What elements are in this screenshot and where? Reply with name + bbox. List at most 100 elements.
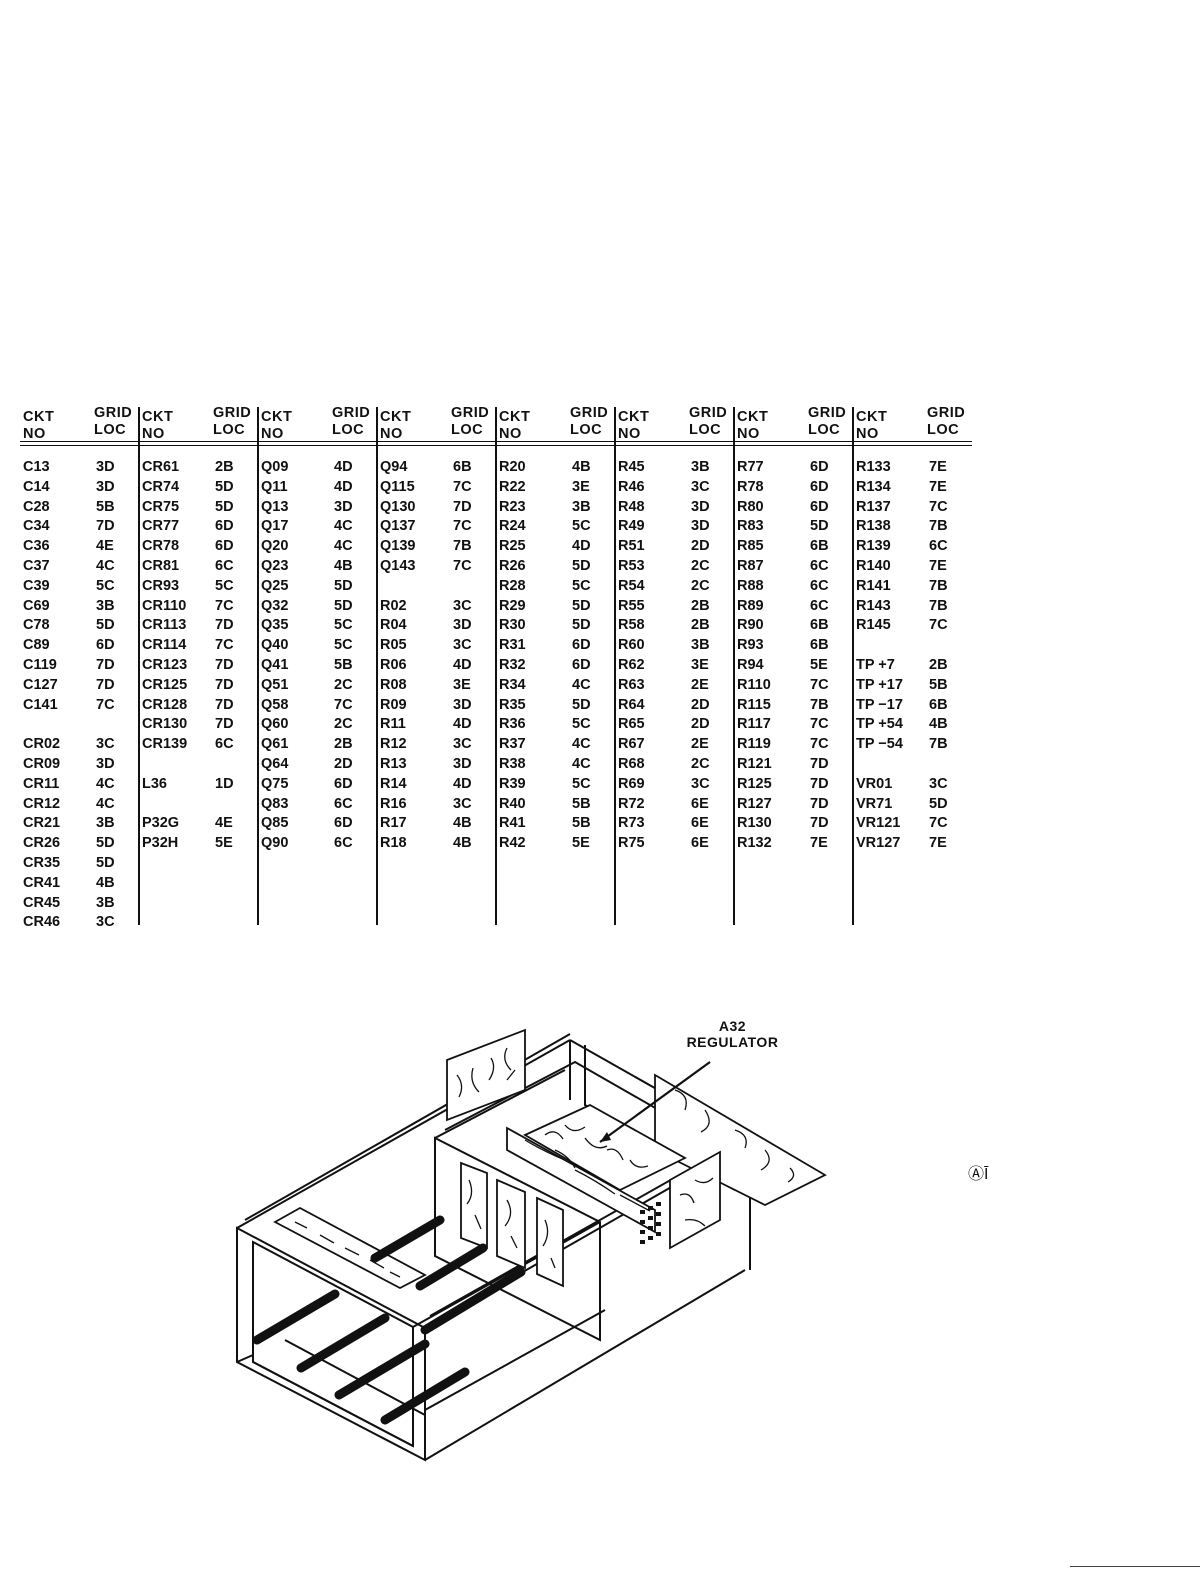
ckt-label: CKT — [23, 409, 55, 425]
column-divider — [733, 407, 735, 925]
ckt-no-cell: VR71 — [856, 795, 893, 812]
ckt-no-cell: R02 — [380, 597, 407, 614]
grid-loc-cell: 4C — [572, 736, 591, 753]
ckt-no-cell: R05 — [380, 637, 407, 654]
ckt-no-cell: R04 — [380, 617, 407, 634]
ckt-no-cell: R53 — [618, 558, 645, 574]
grid-loc-cell: 5D — [96, 855, 115, 871]
grid-loc-cell: 5D — [215, 478, 234, 495]
table-row — [139, 756, 258, 776]
ckt-no-cell: Q143 — [380, 558, 416, 574]
chassis-bulkhead — [434, 1136, 601, 1342]
grid-loc-cell: 5E — [215, 835, 233, 852]
grid-loc-cell: 4D — [453, 775, 472, 792]
ckt-no-cell: R55 — [618, 597, 645, 614]
ckt-no-cell: CR125 — [142, 676, 188, 693]
right-side-board — [654, 1073, 827, 1207]
ckt-no-cell: TP −54 — [856, 736, 903, 753]
grid-loc-cell: 3B — [691, 459, 710, 475]
grid-loc-cell: 4C — [572, 676, 591, 693]
grid-loc-cell: 2D — [691, 716, 710, 733]
ckt-no-cell: R18 — [380, 835, 407, 852]
ckt-no-cell: R12 — [380, 736, 407, 753]
ckt-no-cell: C28 — [23, 498, 50, 515]
ckt-no-cell: CR81 — [142, 558, 180, 574]
ckt-no-cell: VR01 — [856, 775, 893, 792]
ckt-no-cell: R73 — [618, 815, 645, 832]
grid-loc-cell: 7D — [215, 617, 234, 634]
grid-loc-cell: 4D — [453, 716, 472, 733]
ckt-no-cell: TP −17 — [856, 696, 903, 713]
grid-loc-cell: 3B — [96, 894, 115, 911]
table-row: Q13 3D — [258, 499, 377, 519]
table-row: Q40 5C — [258, 637, 377, 657]
ckt-no-cell: L36 — [142, 775, 167, 792]
grid-loc-cell: 4B — [572, 459, 591, 475]
ckt-no-cell: Q60 — [261, 716, 289, 733]
ckt-no-cell: Q40 — [261, 637, 289, 654]
grid-loc-cell: 3C — [96, 736, 115, 753]
grid-loc-cell: 6D — [572, 657, 591, 673]
ckt-no-cell: C89 — [23, 637, 50, 654]
grid-loc-cell: 7E — [929, 558, 947, 574]
grid-loc-cell: 2D — [691, 696, 710, 713]
grid-loc-cell: 3D — [334, 498, 353, 515]
grid-loc-cell: 3D — [96, 756, 115, 772]
ckt-no-cell: R62 — [618, 657, 645, 673]
grid-loc-cell: 7C — [810, 716, 829, 733]
grid-loc-cell: 5D — [96, 617, 115, 634]
ckt-no-cell: Q58 — [261, 696, 289, 713]
column-divider — [495, 407, 497, 925]
grid-loc-cell: 6D — [810, 478, 829, 495]
grid-loc-cell: 6D — [810, 498, 829, 515]
ckt-no-cell: R78 — [737, 478, 764, 495]
column-divider — [376, 407, 378, 925]
ckt-no-cell: Q13 — [261, 498, 289, 515]
ckt-no-cell: R63 — [618, 676, 645, 693]
grid-loc-cell: 6C — [215, 736, 234, 753]
grid-loc-cell: 6C — [334, 835, 353, 852]
no-label: NO — [499, 426, 522, 442]
ckt-no-cell: R13 — [380, 756, 407, 772]
ckt-no-cell: R45 — [618, 459, 645, 475]
grid-loc-cell: 3B — [691, 637, 710, 654]
loc-label: LOC — [213, 422, 246, 438]
ckt-no-cell: Q83 — [261, 795, 289, 812]
grid-loc-cell: 3B — [572, 498, 591, 515]
grid-loc-cell: 3D — [691, 518, 710, 535]
table-row — [139, 796, 258, 816]
grid-loc-cell: 7B — [929, 736, 948, 753]
grid-loc-cell: 3D — [453, 696, 472, 713]
grid-loc-cell: 5C — [334, 637, 353, 654]
